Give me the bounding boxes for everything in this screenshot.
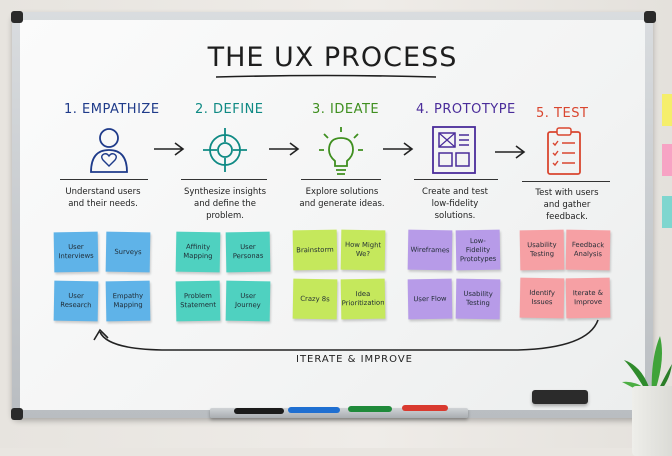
sticky-note: User Journey	[225, 280, 271, 322]
wall-sticky-note	[662, 144, 672, 176]
sticky-note: Usability Testing	[519, 229, 565, 271]
loop-label: ITERATE & IMPROVE	[296, 354, 413, 365]
red-marker[interactable]	[402, 405, 448, 411]
arrow-right-icon	[269, 142, 300, 156]
arrow-right-icon	[495, 145, 526, 159]
arrow-right-icon	[383, 142, 414, 156]
sticky-note: Low-Fidelity Prototypes	[455, 229, 501, 271]
blue-marker[interactable]	[288, 407, 340, 413]
marker-tray	[210, 408, 468, 418]
black-marker[interactable]	[234, 408, 284, 414]
wall-sticky-note	[662, 94, 672, 126]
sticky-note: Affinity Mapping	[175, 231, 221, 273]
step-divider	[522, 181, 610, 183]
sticky-note: User Research	[53, 280, 99, 322]
sticky-note: Iterate & Improve	[565, 277, 611, 319]
wireframe-icon	[432, 126, 476, 174]
arrow-right-icon	[154, 142, 185, 156]
sticky-note: User Flow	[407, 278, 453, 320]
step-heading-test: 5. TEST	[536, 106, 589, 121]
sticky-note: How Might We?	[340, 229, 386, 271]
sticky-note: User Interviews	[53, 231, 99, 273]
iterate-loop-arrow	[93, 319, 599, 351]
sticky-note: Empathy Mapping	[105, 280, 151, 322]
step-heading-empathize: 1. EMPATHIZE	[64, 102, 160, 117]
frame-corner	[11, 11, 23, 23]
step-divider	[181, 179, 267, 181]
step-divider	[414, 179, 498, 181]
lightbulb-icon	[319, 127, 363, 175]
frame-corner	[11, 408, 23, 420]
sticky-note: User Personas	[225, 231, 271, 273]
wall-sticky-note	[662, 196, 672, 228]
plant-pot	[632, 386, 672, 456]
board-title: THE UX PROCESS	[207, 42, 458, 73]
step-divider	[60, 179, 148, 181]
target-icon	[203, 128, 247, 172]
green-marker[interactable]	[348, 406, 392, 412]
person-heart-icon	[90, 128, 128, 173]
whiteboard-surface	[20, 20, 645, 410]
sticky-note: Brainstorm	[292, 229, 338, 271]
title-underline	[215, 74, 437, 78]
sticky-note: Problem Statement	[175, 280, 221, 322]
step-heading-define: 2. DEFINE	[195, 102, 264, 117]
eraser[interactable]	[532, 390, 588, 404]
sticky-note: Usability Testing	[455, 278, 501, 320]
sticky-note: Feedback Analysis	[565, 229, 611, 271]
frame-corner	[644, 11, 656, 23]
sticky-note: Crazy 8s	[292, 278, 338, 320]
clipboard-checklist-icon	[547, 127, 581, 175]
sticky-note: Idea Prioritization	[340, 278, 386, 320]
step-heading-prototype: 4. PROTOTYPE	[416, 102, 516, 117]
sticky-note: Identify Issues	[519, 277, 565, 319]
step-heading-ideate: 3. IDEATE	[312, 102, 380, 117]
sticky-note: Wireframes	[407, 229, 453, 271]
sticky-note: Surveys	[105, 231, 151, 273]
step-divider	[301, 179, 381, 181]
